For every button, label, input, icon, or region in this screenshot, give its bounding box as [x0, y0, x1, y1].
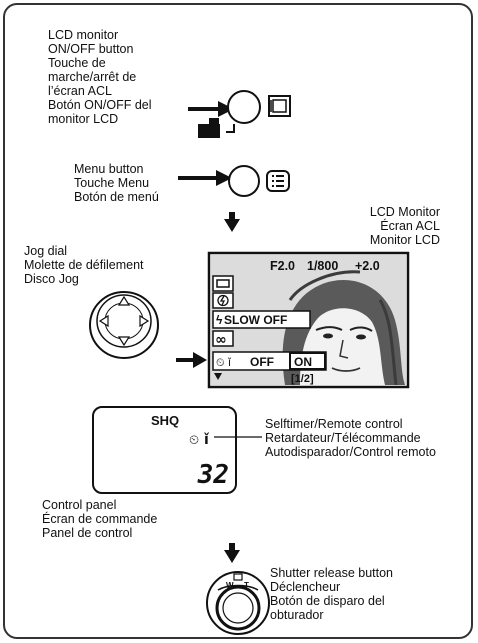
menu-button[interactable]: [229, 166, 259, 196]
selftimer-icon: ⏲: [189, 433, 199, 448]
timer-off-option[interactable]: OFF: [250, 355, 274, 369]
infinity-icon: ∞: [213, 331, 233, 348]
flash-bolt-icon: ϟ: [216, 313, 223, 327]
control-panel-display: SHQ ⏲ ǐ 32: [93, 407, 236, 493]
play-mode-icon: [198, 118, 234, 138]
menu-icon: [267, 171, 289, 191]
flash-mode-value: SLOW OFF: [224, 313, 287, 327]
aperture-value: F2.0: [270, 259, 295, 273]
flash-icon: [213, 293, 233, 308]
shutter-release-button[interactable]: W T: [207, 572, 269, 634]
lcd-screen: F2.0 1/800 +2.0 ϟ SLOW OFF ∞ ⏲ ǐ OFF: [209, 253, 408, 387]
lcd-monitor-icon: [269, 96, 290, 116]
lcd-button-pointer-arrow: [188, 101, 234, 117]
zoom-wide-label: W: [226, 581, 234, 590]
flash-mode-row: ϟ SLOW OFF: [213, 311, 310, 328]
down-arrow-stem: [229, 212, 235, 220]
exposure-comp-value: +2.0: [355, 259, 380, 273]
down-arrow-icon-2: [224, 550, 240, 563]
quality-indicator: SHQ: [151, 413, 179, 428]
screen-mode-icon: [213, 276, 233, 291]
down-arrow-stem-2: [229, 543, 235, 551]
selftimer-pointer-arrow: [176, 352, 207, 368]
timer-on-option[interactable]: ON: [294, 355, 312, 369]
zoom-tele-label: T: [244, 581, 249, 590]
down-arrow-icon: [224, 219, 240, 232]
selftimer-row: ⏲ ǐ OFF ON: [213, 352, 326, 370]
shutter-speed-value: 1/800: [307, 259, 338, 273]
menu-page-indicator: [1/2]: [291, 373, 314, 385]
jog-dial[interactable]: [90, 292, 158, 358]
frame-count: 32: [197, 460, 229, 490]
menu-button-pointer-arrow: [178, 170, 232, 186]
svg-text:∞: ∞: [215, 332, 227, 348]
selftimer-small-icon: ⏲: [216, 356, 225, 369]
lcd-onoff-button[interactable]: [228, 91, 260, 123]
